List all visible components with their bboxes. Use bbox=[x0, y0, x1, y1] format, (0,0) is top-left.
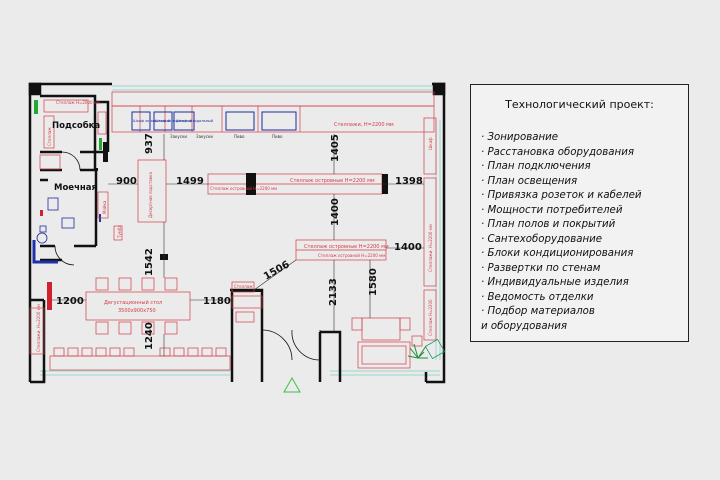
label-right-low: Стеллаж Н=2200 bbox=[428, 299, 433, 336]
entrance-arrow-icon bbox=[283, 376, 301, 393]
dim-1400-vertical: 1400 bbox=[330, 198, 341, 226]
legend-item: · Зонирование bbox=[481, 132, 559, 143]
legend-item: · План освещения bbox=[481, 175, 578, 187]
project-legend: Технологический проект: · Зонирование · … bbox=[470, 84, 689, 342]
label-dessert-shelf: Десертная подставка bbox=[148, 172, 153, 218]
label-island-top: Стеллаж островные Н=2200 мм bbox=[290, 178, 375, 184]
sanitary-fixtures bbox=[36, 197, 75, 244]
legend-item: · План полов и покрытий bbox=[481, 219, 616, 230]
legend-item: и оборудования bbox=[481, 320, 568, 332]
room-label-washroom: Моечная bbox=[54, 183, 97, 193]
label-beer-b: Пиво bbox=[272, 134, 283, 139]
label-shelving-top: Стеллажи, Н=2200 мм bbox=[334, 122, 394, 128]
legend-item: · План подключения bbox=[481, 161, 591, 172]
legend-item: · Ведомость отделки bbox=[481, 291, 594, 303]
label-right-shelving: Стеллажи, Н=2200 мм bbox=[428, 224, 433, 272]
label-top-storage: Стеллаж Н=2000 мм bbox=[56, 100, 100, 105]
legend-item: · Сантехоборудование bbox=[481, 233, 603, 245]
dim-1405: 1405 bbox=[330, 134, 341, 162]
label-fridge-a: Шкаф холодильный bbox=[133, 119, 170, 123]
dim-2133: 2133 bbox=[328, 278, 339, 306]
label-tasting-table: Дегустационный стол bbox=[104, 299, 162, 306]
legend-item: · Индивидуальные изделия bbox=[481, 277, 629, 288]
legend-item: · Расстановка оборудования bbox=[481, 146, 634, 158]
label-wash: Мойка bbox=[102, 200, 107, 214]
dim-1542: 1542 bbox=[144, 248, 155, 276]
wall-blocks bbox=[95, 142, 262, 292]
legend-item: · Привязка розеток и кабелей bbox=[481, 190, 642, 201]
dim-1499: 1499 bbox=[176, 176, 204, 187]
dim-1398: 1398 bbox=[395, 176, 423, 187]
doors bbox=[54, 151, 321, 361]
label-right-low2: Стеллаж bbox=[234, 284, 253, 289]
label-small-cabinet: Тумба bbox=[117, 225, 122, 239]
fridges bbox=[131, 111, 297, 131]
dim-1400-horizontal: 1400 bbox=[394, 242, 422, 253]
label-left-shelving: Стеллажи, Н=2200 мм bbox=[36, 304, 41, 352]
furniture bbox=[29, 91, 437, 371]
label-fridge-c: Шкаф холодильный bbox=[176, 119, 213, 123]
label-shelf-small: Стеллаж островной Н=2200 мм bbox=[210, 186, 277, 191]
dim-937: 937 bbox=[144, 133, 155, 154]
legend-title: Технологический проект: bbox=[505, 98, 654, 111]
dim-1240: 1240 bbox=[144, 322, 155, 350]
dim-1580: 1580 bbox=[368, 268, 379, 296]
label-storage-shelf: Стеллаж bbox=[47, 127, 52, 146]
dimension-lines bbox=[52, 134, 424, 356]
dim-1506: 1506 bbox=[262, 259, 292, 282]
label-right-cabinet: Шкаф bbox=[428, 137, 433, 150]
walls bbox=[28, 82, 446, 384]
legend-item: · Подбор материалов bbox=[481, 306, 595, 317]
legend-item: · Развертки по стенам bbox=[481, 262, 601, 274]
armchair-icon bbox=[424, 338, 446, 360]
label-tasting-size: 3500х900х750 bbox=[118, 308, 156, 314]
label-fridge-b: Шкаф холодильный bbox=[155, 119, 192, 123]
label-beer-a: Пиво bbox=[234, 134, 245, 139]
label-island-mid-short: Стеллаж островной Н=2200 мм bbox=[318, 253, 385, 258]
room-label-storage: Подсобка bbox=[52, 120, 100, 131]
plant-icon bbox=[407, 343, 428, 359]
label-island-mid: Стеллаж островные Н=2200 мм bbox=[304, 244, 389, 250]
legend-item: · Мощности потребителей bbox=[481, 204, 623, 216]
legend-list: · Зонирование · Расстановка оборудования… bbox=[481, 131, 684, 334]
dim-1200: 1200 bbox=[56, 296, 84, 307]
windows bbox=[40, 85, 441, 376]
label-snacks-a: Закуски bbox=[170, 134, 187, 139]
legend-item: · Блоки кондиционирования bbox=[481, 248, 634, 259]
dim-900: 900 bbox=[116, 176, 137, 187]
label-snacks-b: Закуски bbox=[196, 134, 213, 139]
dim-1180: 1180 bbox=[203, 296, 231, 307]
